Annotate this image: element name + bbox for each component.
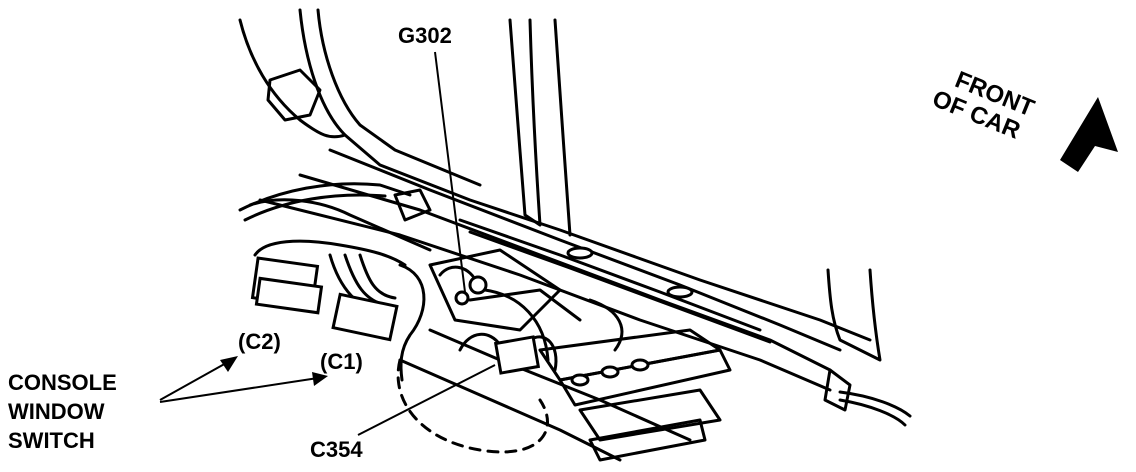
label-switch: SWITCH [8,428,95,453]
rail-hole-2 [600,365,620,379]
seat-rail-4 [588,418,707,462]
leader-g302 [434,51,466,293]
rail-hole-3 [630,358,650,372]
harness-run-2 [838,390,912,418]
wire-harness-main [238,182,412,212]
wire-arc-2 [588,298,624,352]
sill-top [328,148,842,352]
arrowhead-c2 [220,356,238,372]
door-frame-inner [316,8,482,187]
leader-console-c1 [159,377,319,403]
label-g302: G302 [398,23,452,48]
leader-console-c2 [159,361,229,401]
sill-channel-2 [468,230,772,344]
dashed-circle [396,358,549,454]
wire-loop-4 [358,253,397,300]
wire-arc [483,288,550,362]
connector-c354 [493,335,541,375]
wire-c354-a [458,332,502,352]
rail-hole-1 [570,373,590,387]
door-frame [298,8,872,342]
label-c1: (C1) [320,349,363,374]
sill-hole-2 [666,285,694,299]
seat-rail-3 [578,388,722,442]
sill-end [823,368,852,412]
bracket [428,248,562,332]
wire-harness-main-2 [243,193,387,222]
hinge-block [266,68,322,122]
floor-pan-2 [398,358,622,462]
floor-pan [428,328,692,442]
g302-terminal [454,290,470,306]
label-c2: (C2) [238,329,281,354]
label-console: CONSOLE [8,370,117,395]
connector-c1 [331,292,399,342]
sill-hole-1 [566,246,594,260]
label-window: WINDOW [8,399,105,424]
leader-c354 [357,364,496,436]
b-pillar-2 [553,18,572,237]
sill-mid [298,173,832,372]
wire-to-c1 [398,263,426,382]
harness-run [838,398,907,427]
label-console-window-switch: CONSOLE WINDOW SWITCH [8,368,117,455]
sill-channel [458,218,762,332]
arrowhead-c1 [312,372,328,386]
label-c354: C354 [310,437,363,462]
wire-loop-1 [253,239,407,267]
sill-bottom [258,198,832,392]
rear-pillar [826,268,882,362]
g302-bolt [468,275,488,295]
front-arrow-icon [1060,97,1118,172]
b-pillar [508,18,542,227]
seat-rail-2 [558,348,732,407]
harness-clip [393,188,432,222]
connector-c2-lower [254,276,324,315]
bracket-2 [468,288,582,322]
